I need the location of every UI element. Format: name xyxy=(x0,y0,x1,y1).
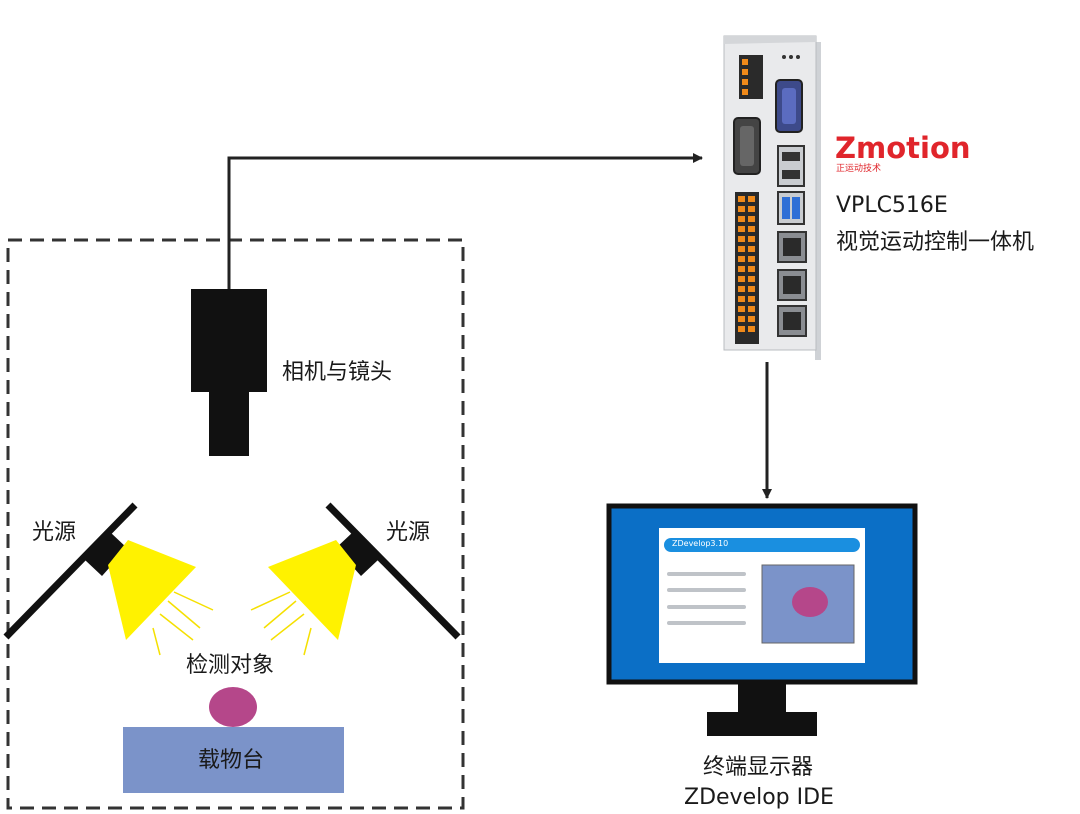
inspection-object xyxy=(209,687,257,727)
inspection-area-boundary xyxy=(6,238,465,810)
light-source-left-icon xyxy=(3,502,214,656)
camera-label: 相机与镜头 xyxy=(282,360,393,385)
controller-description: 视觉运动控制一体机 xyxy=(836,230,1035,255)
ide-window-title-bar xyxy=(664,538,860,552)
object-stage xyxy=(123,727,344,793)
stage-label: 载物台 xyxy=(198,748,265,773)
light-right-label: 光源 xyxy=(386,520,431,545)
terminal-software-label: ZDevelop IDE xyxy=(684,785,834,810)
terminal-label: 终端显示器 xyxy=(703,755,814,780)
camera-icon xyxy=(191,289,267,456)
camera-to-controller-arrow xyxy=(227,153,703,290)
light-source-right-icon xyxy=(250,502,461,656)
light-left-label: 光源 xyxy=(32,520,77,545)
ide-window-title: ZDevelop3.10 xyxy=(672,539,729,548)
controller-model: VPLC516E xyxy=(836,193,948,218)
brand-logo: Zmotion xyxy=(835,131,971,165)
object-label: 检测对象 xyxy=(186,653,275,678)
controller-device-icon xyxy=(723,35,821,360)
monitor-icon xyxy=(606,503,918,736)
brand-subtitle: 正运动技术 xyxy=(836,164,882,174)
